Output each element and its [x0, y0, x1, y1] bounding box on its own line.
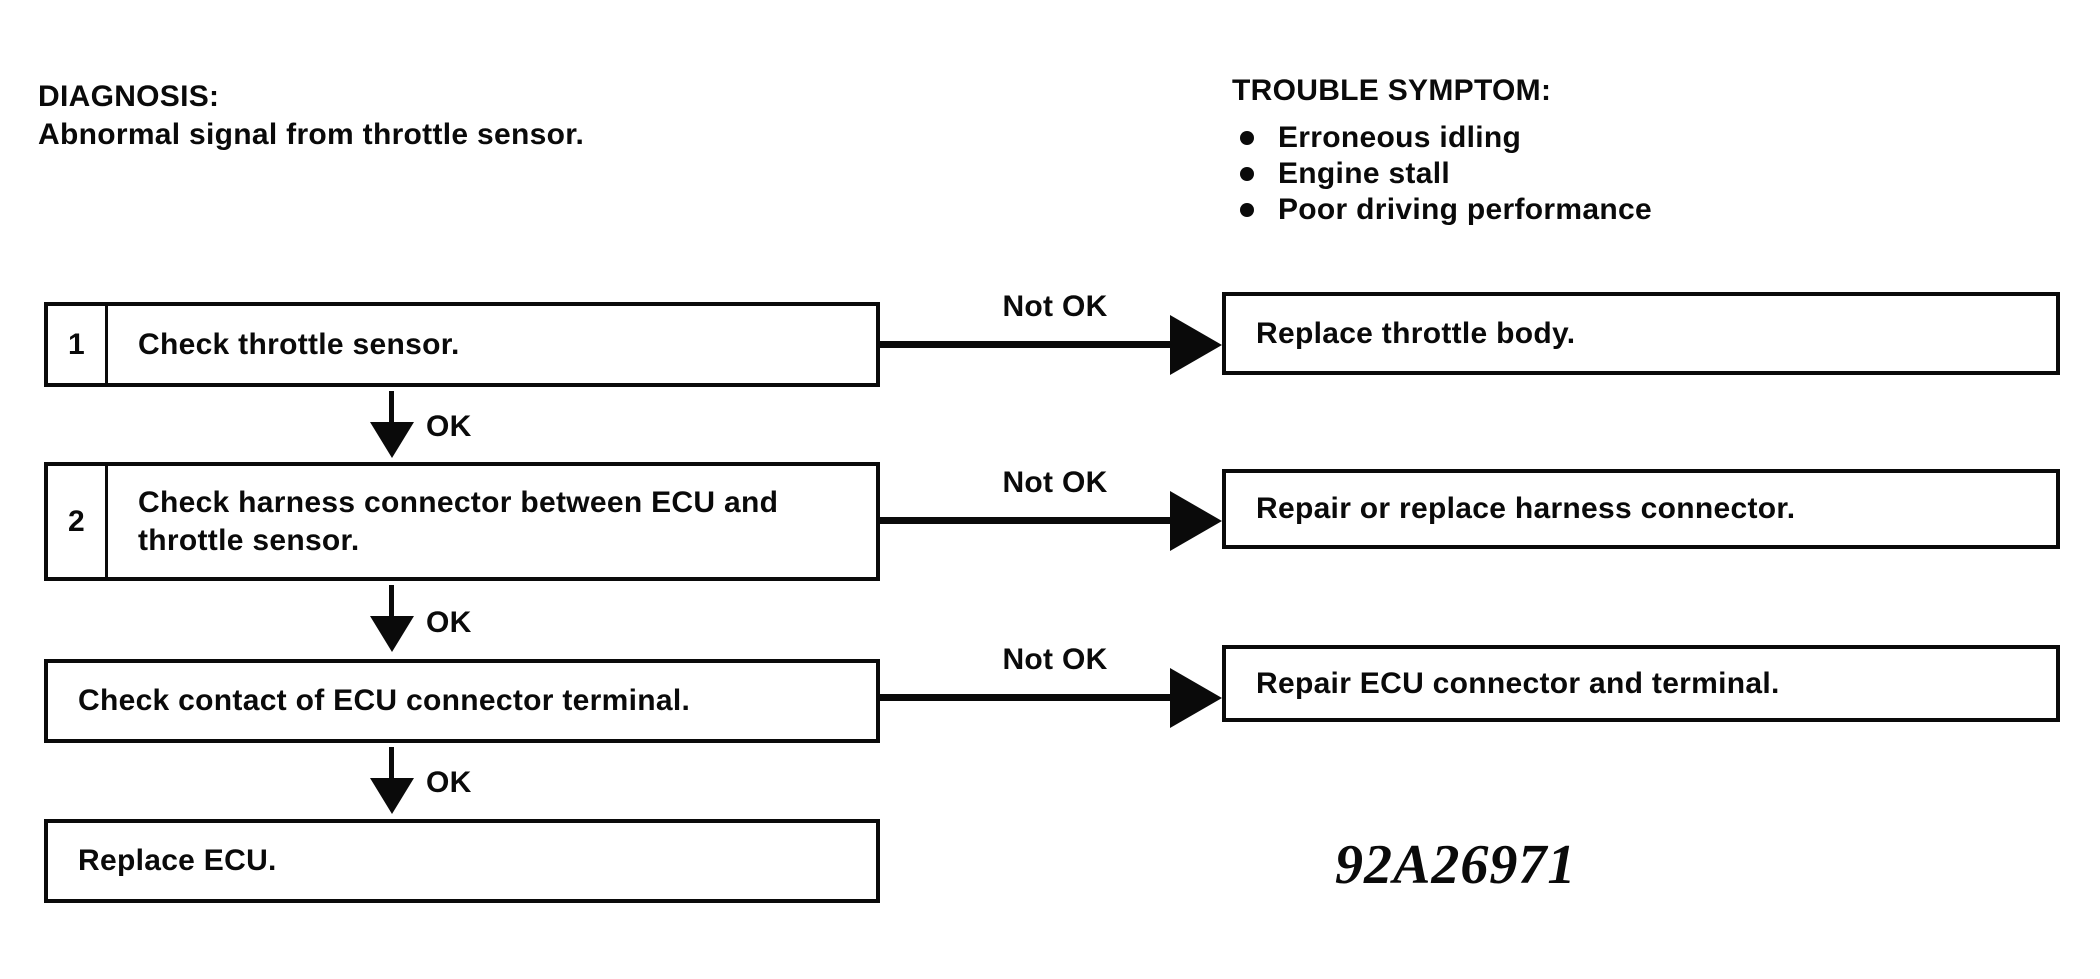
- arrow-shaft: [880, 694, 1178, 701]
- diagnosis-block: DIAGNOSIS: Abnormal signal from throttle…: [38, 78, 584, 154]
- step-text: Check contact of ECU connector terminal.: [78, 684, 691, 717]
- not-ok-right-arrow-2: [880, 491, 1222, 551]
- not-ok-right-arrow-1: [880, 315, 1222, 375]
- figure-code: 92A26971: [1335, 834, 1577, 896]
- action-box-1: Replace throttle body.: [1222, 292, 2060, 375]
- bullet-icon: [1240, 167, 1254, 181]
- not-ok-label: Not OK: [1002, 290, 1108, 323]
- step-text: Replace ECU.: [78, 844, 277, 877]
- trouble-symptom-title: TROUBLE SYMPTOM:: [1232, 74, 1552, 107]
- not-ok-label: Not OK: [1002, 643, 1108, 676]
- step-box-2: 2 Check harness connector between ECU an…: [44, 462, 880, 581]
- action-text: Repair or replace harness connector.: [1256, 492, 1796, 525]
- diagnosis-title: DIAGNOSIS:: [38, 80, 220, 113]
- ok-down-arrow-1: [370, 391, 414, 458]
- step-text-wrap: Check contact of ECU connector terminal.: [48, 663, 706, 739]
- trouble-symptom-item-label: Poor driving performance: [1278, 193, 1652, 226]
- action-box-2: Repair or replace harness connector.: [1222, 469, 2060, 549]
- arrow-head: [1170, 491, 1222, 551]
- step-number: 1: [48, 306, 108, 383]
- trouble-symptom-block: TROUBLE SYMPTOM: Erroneous idling Engine…: [1232, 72, 1652, 228]
- step-text: Check harness connector between ECU and …: [138, 485, 779, 557]
- arrow-head: [370, 778, 414, 814]
- step-text: Check throttle sensor.: [138, 327, 460, 361]
- step-text-wrap: Replace ECU.: [48, 823, 293, 899]
- action-box-3: Repair ECU connector and terminal.: [1222, 645, 2060, 722]
- ok-label: OK: [426, 606, 472, 639]
- trouble-symptom-item: Engine stall: [1232, 156, 1652, 192]
- not-ok-label: Not OK: [1002, 466, 1108, 499]
- step-text-wrap: Check harness connector between ECU and …: [108, 466, 819, 577]
- ok-down-arrow-3: [370, 747, 414, 814]
- action-text: Repair ECU connector and terminal.: [1256, 666, 1780, 700]
- not-ok-right-arrow-3: [880, 668, 1222, 728]
- ok-down-arrow-2: [370, 585, 414, 652]
- trouble-symptom-item: Erroneous idling: [1232, 120, 1652, 156]
- arrow-head: [1170, 668, 1222, 728]
- action-text: Replace throttle body.: [1256, 316, 1576, 350]
- arrow-head: [370, 616, 414, 652]
- ok-label: OK: [426, 766, 472, 799]
- trouble-symptom-item-label: Engine stall: [1278, 157, 1450, 190]
- step-box-4: Replace ECU.: [44, 819, 880, 903]
- trouble-symptom-item-label: Erroneous idling: [1278, 121, 1522, 154]
- trouble-symptom-item: Poor driving performance: [1232, 192, 1652, 228]
- bullet-icon: [1240, 203, 1254, 217]
- arrow-shaft: [389, 747, 394, 782]
- arrow-shaft: [880, 517, 1178, 524]
- step-box-3: Check contact of ECU connector terminal.: [44, 659, 880, 743]
- ok-label: OK: [426, 410, 472, 443]
- step-number: 2: [48, 466, 108, 577]
- arrow-shaft: [880, 341, 1178, 348]
- arrow-head: [370, 422, 414, 458]
- step-text-wrap: Check throttle sensor.: [108, 306, 476, 383]
- arrow-head: [1170, 315, 1222, 375]
- arrow-shaft: [389, 391, 394, 426]
- diagnosis-description: Abnormal signal from throttle sensor.: [38, 118, 585, 151]
- trouble-symptom-list: Erroneous idling Engine stall Poor drivi…: [1232, 120, 1652, 228]
- arrow-shaft: [389, 585, 394, 620]
- step-box-1: 1 Check throttle sensor.: [44, 302, 880, 387]
- bullet-icon: [1240, 131, 1254, 145]
